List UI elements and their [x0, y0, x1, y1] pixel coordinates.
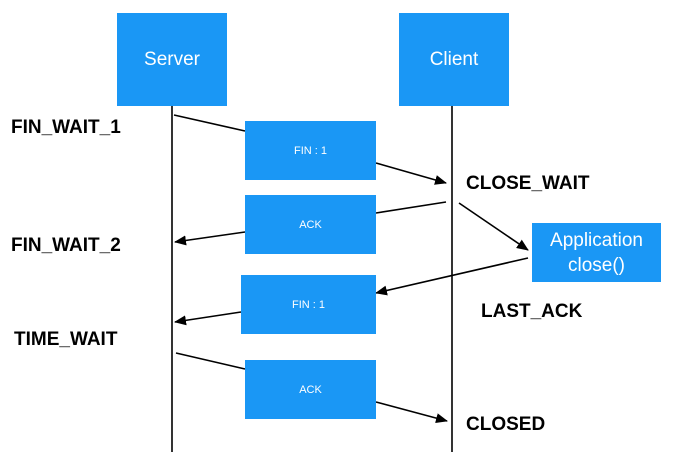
application-label: Application	[550, 229, 643, 251]
ack1-message-box: ACK	[245, 195, 376, 254]
fin1-message-label: FIN : 1	[293, 144, 327, 157]
state-last-ack: LAST_ACK	[481, 301, 583, 322]
state-closed: CLOSED	[466, 414, 546, 435]
fin2-arrow-start	[375, 257, 529, 296]
fin1-arrow-start	[173, 114, 246, 132]
ack2-arrow-end	[375, 401, 448, 423]
state-time-wait: TIME_WAIT	[14, 329, 118, 350]
state-fin-wait-1: FIN_WAIT_1	[11, 117, 121, 138]
server-box: Server	[117, 13, 227, 106]
client-label: Client	[429, 48, 479, 70]
ack2-message-label: ACK	[299, 383, 322, 396]
ack2-arrow-start	[175, 352, 246, 370]
application-close-box: Application close()	[532, 223, 661, 282]
close-call-label: close()	[567, 254, 625, 276]
ack1-arrow-end	[174, 231, 246, 246]
client-box: Client	[399, 13, 509, 106]
fin2-message-box: FIN : 1	[241, 275, 376, 334]
server-label: Server	[144, 48, 200, 70]
fin2-arrow-end	[174, 311, 242, 326]
fin2-message-label: FIN : 1	[291, 298, 325, 311]
app-trigger-arrow	[458, 202, 529, 251]
state-fin-wait-2: FIN_WAIT_2	[11, 235, 121, 256]
fin1-message-box: FIN : 1	[245, 121, 376, 180]
fin1-arrow-end	[375, 162, 447, 185]
ack1-message-label: ACK	[299, 218, 322, 231]
ack2-message-box: ACK	[245, 360, 376, 419]
ack1-arrow-start	[375, 201, 447, 214]
state-close-wait: CLOSE_WAIT	[466, 173, 590, 194]
